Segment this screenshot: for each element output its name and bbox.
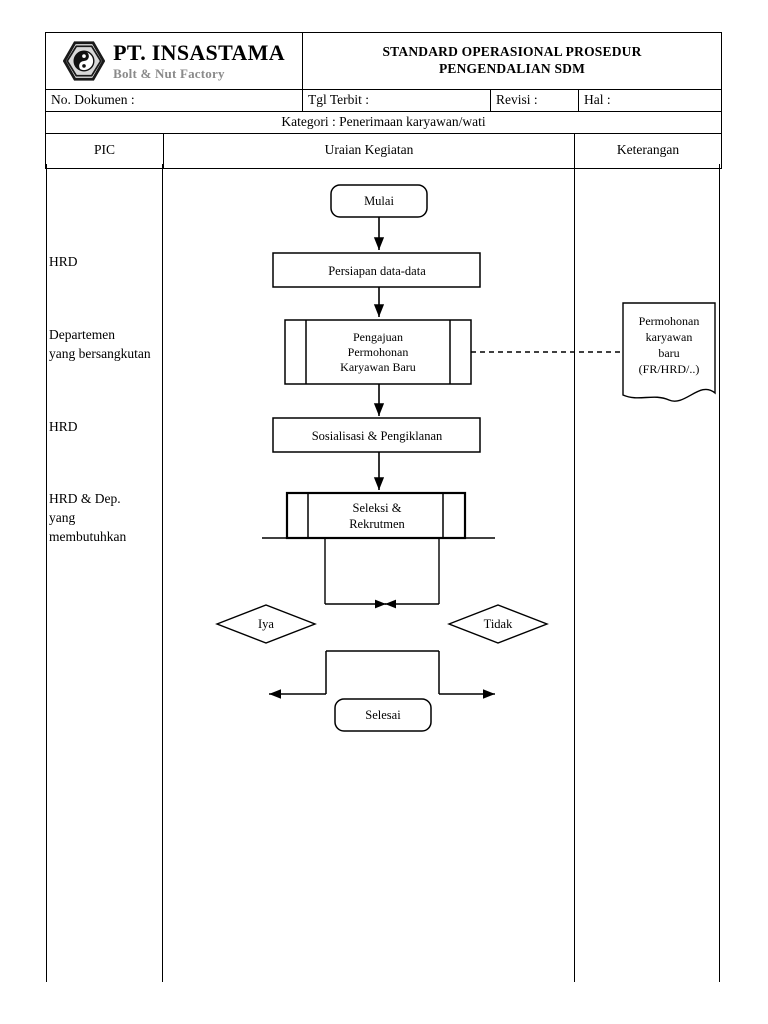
keterangan-doc-line2: karyawan bbox=[646, 330, 693, 344]
flow-node-socialize: Sosialisasi & Pengiklanan bbox=[272, 417, 481, 453]
pic-label-1-line2: yang bersangkutan bbox=[49, 345, 151, 361]
keterangan-document-shape: Permohonan karyawan baru (FR/HRD/..) bbox=[622, 302, 716, 402]
flow-node-request-label-line3: Karyawan Baru bbox=[340, 360, 416, 374]
flow-node-yes: Iya bbox=[215, 604, 317, 644]
body-border-left bbox=[45, 164, 47, 982]
keterangan-doc-line1: Permohonan bbox=[639, 314, 700, 328]
document-header-frame: PT. INSASTAMA Bolt & Nut Factory STANDAR… bbox=[45, 32, 722, 169]
hexagon-yin-yang-logo-icon bbox=[63, 41, 106, 81]
column-header-row: PIC Uraian Kegiatan Keterangan bbox=[45, 132, 722, 169]
column-header-uraian: Uraian Kegiatan bbox=[163, 132, 575, 169]
meta-tgl-terbit: Tgl Terbit : bbox=[302, 89, 491, 112]
flow-node-prep: Persiapan data-data bbox=[272, 252, 481, 288]
meta-revisi: Revisi : bbox=[490, 89, 579, 112]
flow-node-request-label-line1: Pengajuan bbox=[353, 330, 403, 344]
flow-node-yes-label: Iya bbox=[258, 617, 274, 631]
selection-branch-loop bbox=[324, 538, 440, 609]
flow-node-selection-label-line1: Seleksi & bbox=[353, 501, 402, 515]
keterangan-doc-line4: (FR/HRD/..) bbox=[639, 362, 700, 376]
column-header-table: PIC Uraian Kegiatan Keterangan bbox=[45, 132, 722, 169]
flow-node-selection-label-line2: Rekrutmen bbox=[349, 517, 405, 531]
flow-node-prep-label: Persiapan data-data bbox=[328, 264, 426, 278]
meta-no-dokumen: No. Dokumen : bbox=[45, 89, 303, 112]
body-divider-pic-uraian bbox=[162, 164, 163, 982]
pic-label-3: HRD & Dep. yang membutuhkan bbox=[49, 490, 169, 547]
flow-node-end-label: Selesai bbox=[365, 708, 401, 722]
flow-node-socialize-label: Sosialisasi & Pengiklanan bbox=[312, 429, 443, 443]
pic-label-2: HRD bbox=[49, 419, 78, 434]
pic-label-0: HRD bbox=[49, 254, 78, 269]
company-logo-cell: PT. INSASTAMA Bolt & Nut Factory bbox=[45, 32, 303, 90]
header-row-kategori: Kategori : Penerimaan karyawan/wati bbox=[45, 111, 722, 134]
column-header-pic: PIC bbox=[45, 132, 164, 169]
document-title-line2: PENGENDALIAN SDM bbox=[438, 61, 586, 76]
company-tagline: Bolt & Nut Factory bbox=[113, 66, 225, 81]
flowchart-canvas: Mulai Persiapan data-data Pengajuan Perm… bbox=[215, 184, 716, 732]
flow-node-end: Selesai bbox=[334, 698, 432, 732]
document-title-line1: STANDARD OPERASIONAL PROSEDUR bbox=[382, 44, 642, 60]
pic-label-1: Departemen yang bersangkutan bbox=[49, 326, 169, 364]
body-border-right bbox=[719, 164, 720, 982]
body-divider-uraian-keterangan bbox=[573, 164, 575, 982]
connector-end-split bbox=[269, 650, 495, 699]
kategori-cell: Kategori : Penerimaan karyawan/wati bbox=[45, 111, 722, 134]
document-title-cell: STANDARD OPERASIONAL PROSEDUR PENGENDALI… bbox=[302, 32, 722, 90]
header-row-branding: PT. INSASTAMA Bolt & Nut Factory STANDAR… bbox=[45, 32, 722, 90]
flow-node-request-label-line2: Permohonan bbox=[348, 345, 409, 359]
flow-node-selection: Seleksi & Rekrutmen bbox=[285, 491, 467, 540]
flow-node-no: Tidak bbox=[447, 604, 549, 644]
pic-label-1-line1: Departemen bbox=[49, 327, 115, 342]
pic-label-3-line2: yang bbox=[49, 509, 76, 525]
flow-node-start: Mulai bbox=[330, 184, 428, 218]
keterangan-doc-line3: baru bbox=[658, 346, 679, 360]
header-row-meta: No. Dokumen : Tgl Terbit : Revisi : Hal … bbox=[45, 89, 722, 112]
flow-node-start-label: Mulai bbox=[364, 194, 394, 208]
document-body-area: HRD Departemen yang bersangkutan HRD HRD… bbox=[45, 164, 721, 982]
column-header-keterangan: Keterangan bbox=[574, 132, 722, 169]
pic-label-3-line1: HRD & Dep. bbox=[49, 491, 121, 506]
header-table: PT. INSASTAMA Bolt & Nut Factory STANDAR… bbox=[45, 32, 722, 134]
flow-node-no-label: Tidak bbox=[484, 617, 513, 631]
flow-node-request: Pengajuan Permohonan Karyawan Baru bbox=[284, 319, 472, 385]
company-name: PT. INSASTAMA bbox=[113, 40, 285, 65]
meta-hal: Hal : bbox=[578, 89, 722, 112]
pic-label-3-line3: membutuhkan bbox=[49, 528, 127, 544]
